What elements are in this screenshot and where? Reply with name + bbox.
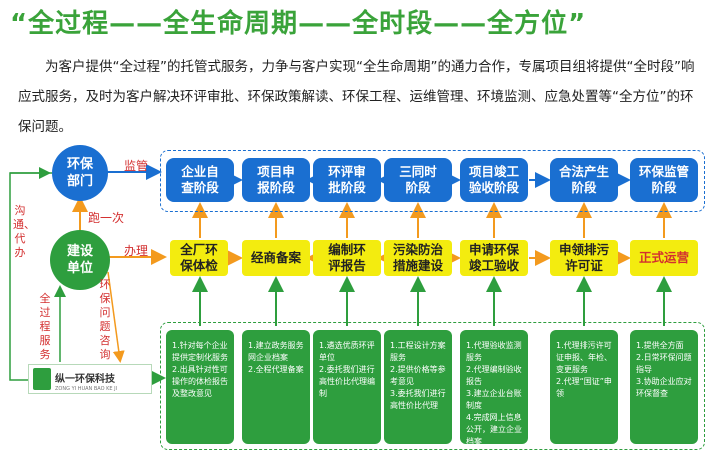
service-item: 1.针对每个企业提供定制化服务 (172, 341, 228, 362)
service-card-3: 1.遴选优质环评单位 2.委托我们进行高性价比代理编制 (313, 330, 381, 444)
intro-paragraph: 为客户提供“全过程”的托管式服务，力争与客户实现“全生命周期”的通力合作，专属项… (18, 59, 695, 135)
service-item: 1.代理验收监测服务 (466, 341, 522, 362)
service-item: 3.协助企业应对环保督查 (636, 377, 692, 398)
communicate-label: 沟通、代办 (13, 204, 35, 259)
page-title: “全过程——全生命周期——全时段——全方位” (10, 9, 587, 39)
task-box-1: 全厂环 保体检 (170, 240, 228, 276)
service-item: 1.工程设计方案服务 (390, 341, 446, 362)
task-box-7: 正式运营 (630, 240, 698, 276)
stage-box-2: 项目申 报阶段 (242, 158, 310, 202)
task-box-3: 编制环 评报告 (313, 240, 381, 276)
service-item: 2.全程代理备案 (248, 365, 304, 374)
env-dept-node: 环保 部门 (52, 145, 108, 201)
service-card-1: 1.针对每个企业提供定制化服务 2.出具针对性可操作的体检报告及整改意见 (166, 330, 234, 444)
service-card-7: 1.提供全方面 2.日常环保问题指导 3.协助企业应对环保督查 (630, 330, 698, 444)
service-item: 1.代理排污许可证申报、年检、变更服务 (556, 341, 612, 374)
service-item: 3.建立企业台账制度 (466, 389, 522, 410)
stage-box-4: 三同时 阶段 (384, 158, 452, 202)
company-logo: 纵一环保科技 ZONG YI HUAN BAO KE JI (28, 364, 152, 394)
full-process-label: 全过程服务 (39, 292, 51, 361)
task-box-5: 申请环保 竣工验收 (460, 240, 528, 276)
stage-box-3: 环评审 批阶段 (313, 158, 381, 202)
handle-label: 办理 (124, 244, 149, 258)
stage-box-5: 项目竣工 验收阶段 (460, 158, 528, 202)
consult-label: 环保问题咨询 (99, 278, 111, 361)
service-item: 2.提供价格等参考意见 (390, 365, 446, 386)
stage-box-6: 合法产生 阶段 (550, 158, 618, 202)
service-card-6: 1.代理排污许可证申报、年检、变更服务 2.代理“国证”申领 (550, 330, 618, 444)
service-item: 2.委托我们进行高性价比代理编制 (319, 365, 375, 398)
task-box-4: 污染防治 措施建设 (384, 240, 452, 276)
service-item: 4.完成网上信息公开，建立企业档案 (466, 413, 522, 446)
company-name: 纵一环保科技 (55, 373, 115, 385)
task-box-2: 经商备案 (242, 240, 310, 276)
service-item: 2.代理编制验收报告 (466, 365, 522, 386)
service-card-4: 1.工程设计方案服务 2.提供价格等参考意见 3.委托我们进行高性价比代理 (384, 330, 452, 444)
company-subname: ZONG YI HUAN BAO KE JI (55, 385, 118, 392)
service-item: 1.提供全方面 (636, 341, 684, 350)
service-card-5: 1.代理验收监测服务 2.代理编制验收报告 3.建立企业台账制度 4.完成网上信息公开… (460, 330, 528, 446)
task-box-6: 申领排污 许可证 (550, 240, 618, 276)
stage-box-1: 企业自 查阶段 (166, 158, 234, 202)
service-item: 1.遴选优质环评单位 (319, 341, 375, 362)
builder-node: 建设 单位 (50, 230, 110, 290)
service-item: 1.建立政务服务网企业档案 (248, 341, 304, 362)
service-item: 2.代理“国证”申领 (556, 377, 612, 398)
service-card-2: 1.建立政务服务网企业档案 2.全程代理备案 (242, 330, 310, 444)
service-item: 3.委托我们进行高性价比代理 (390, 389, 446, 410)
supervise-label: 监管 (124, 159, 149, 173)
service-group (160, 322, 705, 450)
service-item: 2.日常环保问题指导 (636, 353, 692, 374)
stage-box-7: 环保监管 阶段 (630, 158, 698, 202)
run-once-label: 跑一次 (88, 211, 125, 225)
leaf-icon (33, 368, 51, 390)
stage-group (160, 150, 705, 212)
service-item: 2.出具针对性可操作的体检报告及整改意见 (172, 365, 228, 398)
